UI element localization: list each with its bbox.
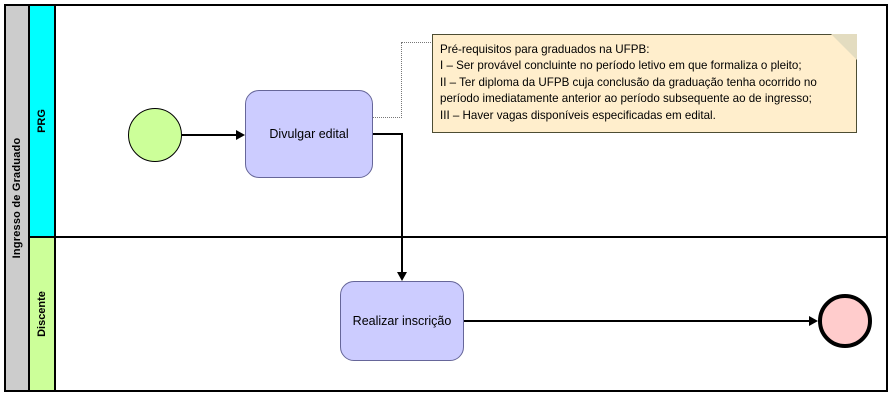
sequence-flow-divulgar-to-realizar-segment-h (373, 133, 403, 135)
start-event[interactable] (128, 108, 182, 162)
arrowhead-realizar-to-end (809, 316, 818, 326)
lane-discente: Discente (30, 238, 886, 390)
lane-body-discente (56, 238, 886, 390)
sequence-flow-divulgar-to-realizar-segment-v (401, 133, 403, 275)
arrowhead-start-to-divulgar (236, 130, 245, 140)
lane-header-discente: Discente (30, 238, 56, 390)
sequence-flow-start-to-divulgar (182, 134, 237, 136)
task-realizar-inscricao[interactable]: Realizar inscrição (340, 281, 464, 361)
arrowhead-divulgar-to-realizar (397, 272, 407, 281)
task-realizar-inscricao-label: Realizar inscrição (352, 314, 452, 328)
association-divulgar-to-note-segment-vertical (401, 42, 402, 118)
pool-title: Ingresso de Graduado (11, 137, 23, 259)
note-fold-corner-icon (831, 34, 857, 60)
sequence-flow-realizar-to-end (464, 320, 810, 322)
association-divulgar-to-note-segment-bottom (373, 117, 402, 118)
end-event[interactable] (818, 294, 872, 348)
text-annotation-content: Pré-requisitos para graduados na UFPB: I… (440, 43, 817, 122)
lane-label-prg: PRG (36, 109, 48, 133)
association-divulgar-to-note-segment-top (401, 42, 433, 43)
lane-label-discente: Discente (36, 291, 48, 337)
task-divulgar-edital-label: Divulgar edital (269, 127, 349, 141)
lane-header-prg: PRG (30, 6, 56, 236)
task-divulgar-edital[interactable]: Divulgar edital (245, 90, 373, 178)
pool-header: Ingresso de Graduado (6, 6, 30, 390)
text-annotation-prerequisitos[interactable]: Pré-requisitos para graduados na UFPB: I… (432, 34, 857, 133)
